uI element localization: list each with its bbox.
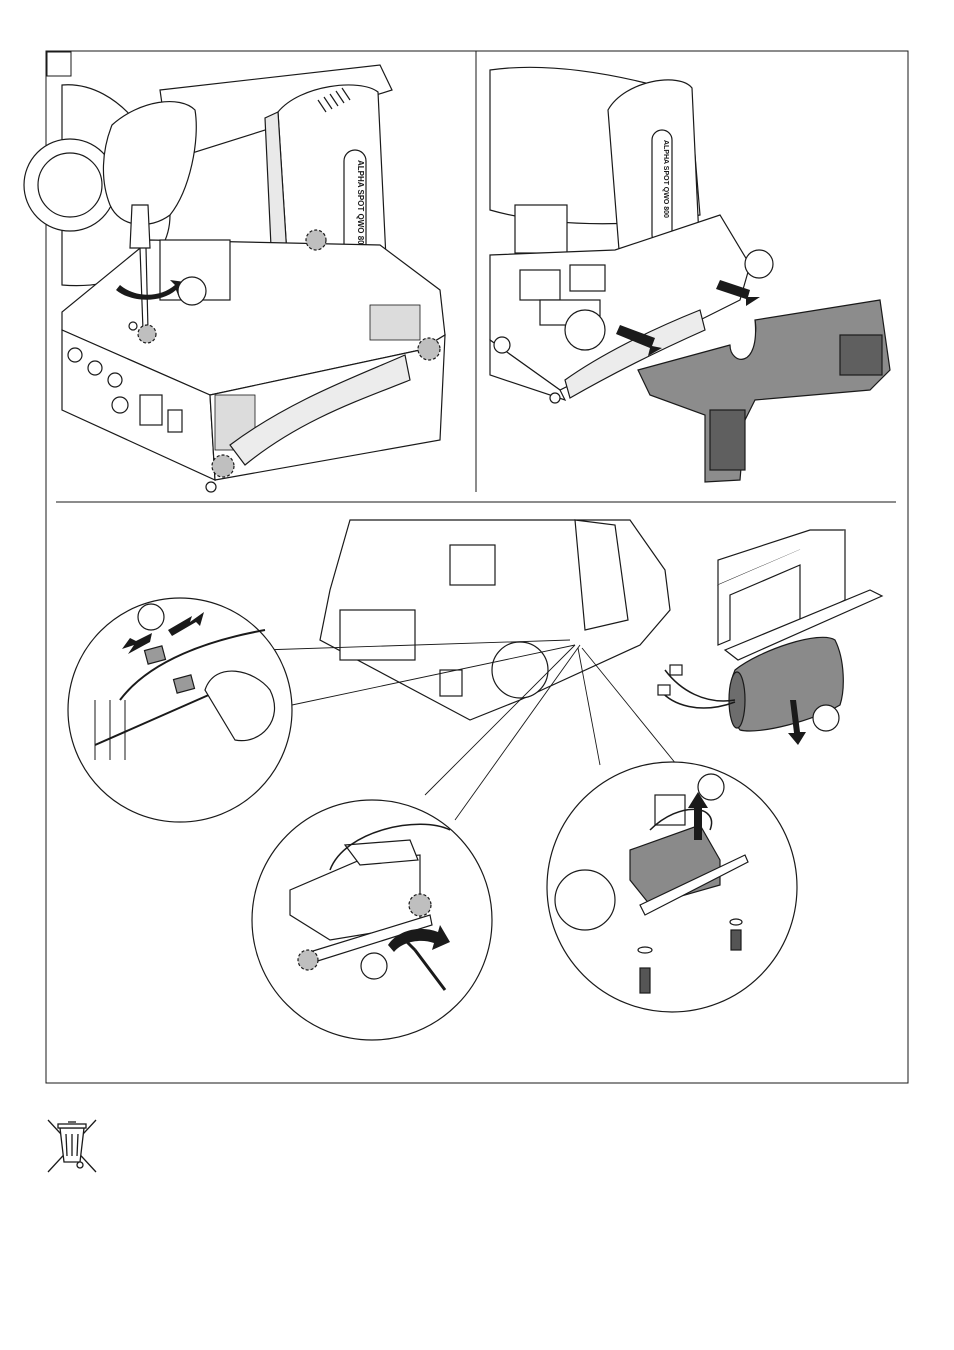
step-callout-2: [745, 250, 773, 278]
panel-lift-off-cover: ALPHA SPOT QWO 800: [490, 67, 890, 482]
bracket-screw-right: [409, 894, 431, 916]
screw-at-base: [129, 322, 137, 330]
detail-unplug: [68, 598, 292, 822]
bracket-screw-left: [298, 950, 318, 970]
step-callout-1: [178, 277, 206, 305]
product-badge-label-2: ALPHA SPOT QWO 800: [662, 140, 669, 218]
step-callout-5: [698, 774, 724, 800]
detail-loosen-bracket: [252, 800, 492, 1040]
product-badge-label: ALPHA SPOT QWO 800: [356, 160, 365, 250]
detail-lift-holder: [547, 762, 797, 1012]
step-callout-6: [813, 705, 839, 731]
fixture-overview: [320, 520, 670, 720]
panel-remove-cover-screws: ALPHA SPOT QWO 800: [24, 65, 445, 492]
foot: [206, 482, 216, 492]
figure-number-box: [47, 52, 71, 76]
step-callout-4: [361, 953, 387, 979]
panel-remove-battery: [68, 520, 882, 1040]
base-body: [62, 240, 445, 480]
battery-pack-exploded: [658, 530, 882, 745]
step-callout-3: [138, 604, 164, 630]
crossed-out-wheelie-bin-icon: [48, 1120, 96, 1172]
